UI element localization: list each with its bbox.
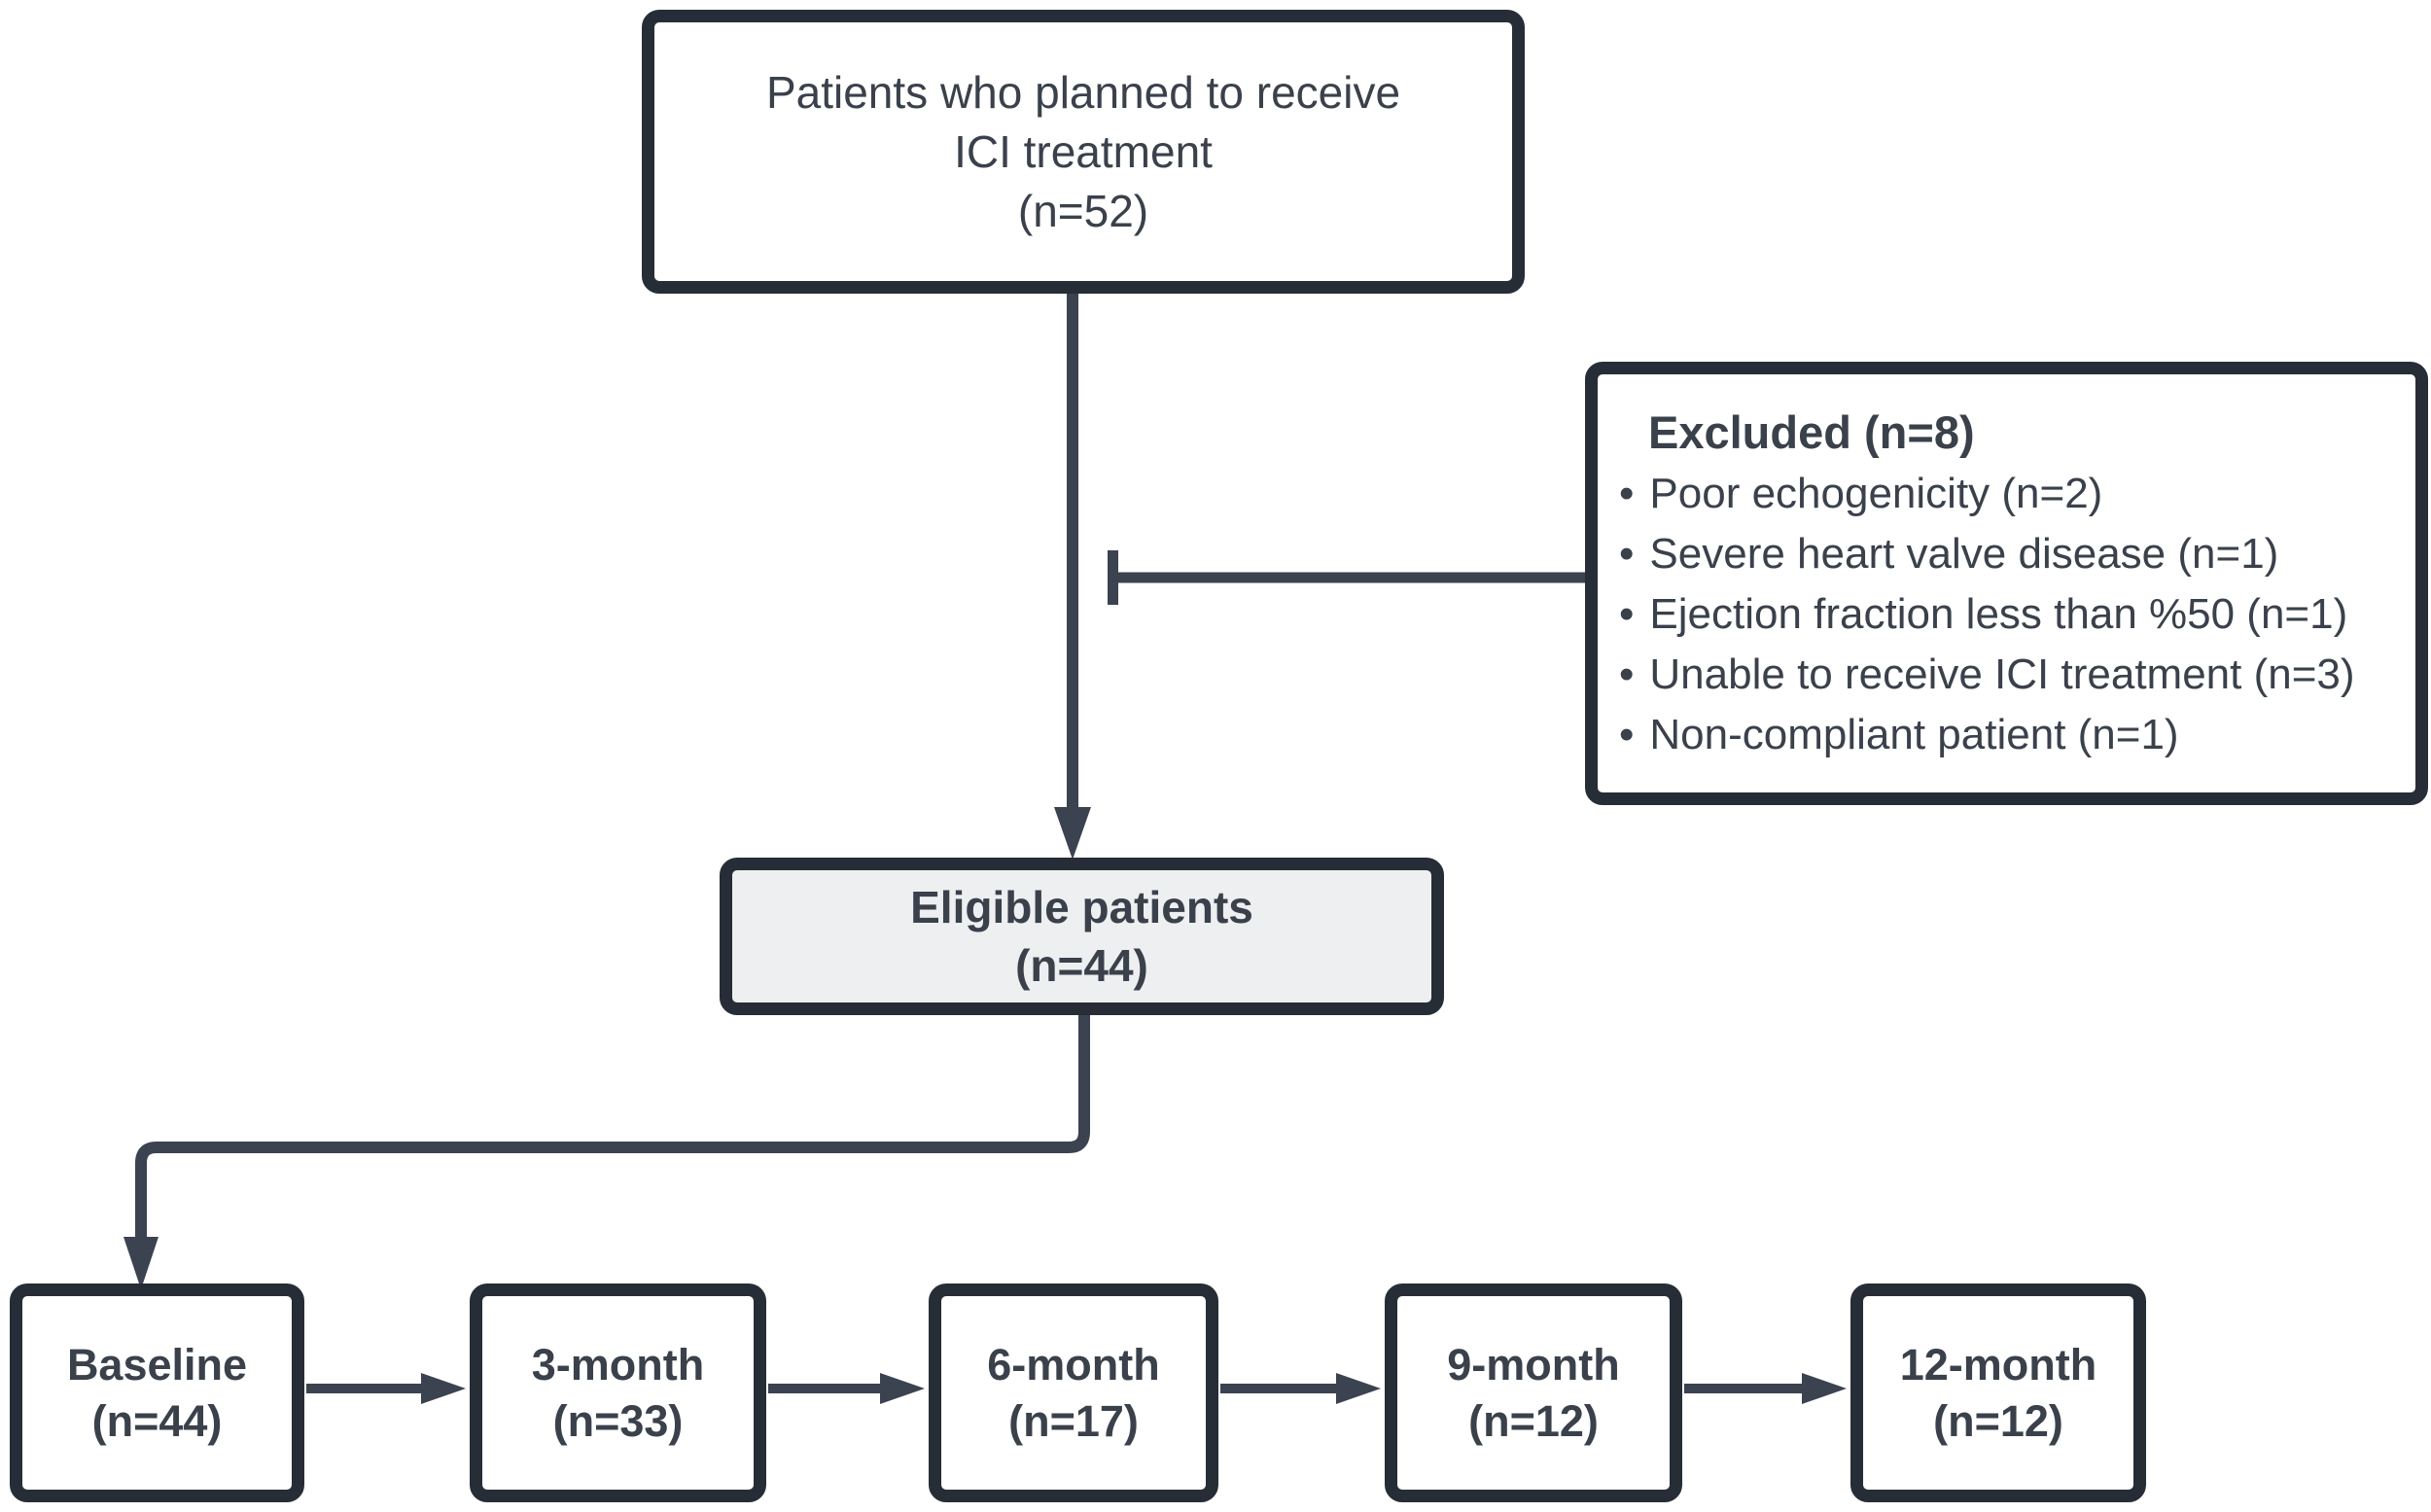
- planned-line3: (n=52): [1017, 185, 1149, 236]
- node-eligible-patients: Eligible patients (n=44): [720, 858, 1444, 1015]
- bullet-icon: •: [1619, 530, 1635, 578]
- arrow-9month-to-12month: [1684, 1373, 1847, 1404]
- excluded-item: • Unable to receive ICI treatment (n=3): [1619, 645, 2355, 705]
- arrow-right-icon: [880, 1373, 925, 1404]
- stage-n: (n=44): [91, 1395, 223, 1446]
- excluded-list: • Poor echogenicity (n=2) • Severe heart…: [1619, 464, 2355, 765]
- arrow-right-icon: [1336, 1373, 1381, 1404]
- excluded-item-text: Poor echogenicity (n=2): [1649, 470, 2103, 517]
- bullet-icon: •: [1619, 470, 1635, 517]
- arrow-right-icon: [1802, 1373, 1847, 1404]
- planned-line2: ICI treatment: [954, 125, 1213, 177]
- stage-label: Baseline: [66, 1339, 248, 1389]
- stage-n: (n=12): [1468, 1395, 1599, 1446]
- node-planned-patients: Patients who planned to receive ICI trea…: [642, 10, 1525, 294]
- connector-eligible-to-baseline: [123, 1015, 1090, 1289]
- stage-label: 12-month: [1899, 1339, 2097, 1389]
- stage-label: 9-month: [1447, 1339, 1620, 1389]
- excluded-item-text: Non-compliant patient (n=1): [1649, 711, 2179, 758]
- connector-planned-to-eligible: [1054, 288, 1091, 860]
- arrow-6month-to-9month: [1220, 1373, 1381, 1404]
- node-6-month: 6-month (n=17): [929, 1283, 1218, 1502]
- eligible-line1: Eligible patients: [910, 882, 1253, 932]
- stage-n: (n=12): [1933, 1395, 2063, 1446]
- planned-line1: Patients who planned to receive: [765, 66, 1401, 118]
- node-9-month: 9-month (n=12): [1385, 1283, 1682, 1502]
- stage-n: (n=17): [1008, 1395, 1139, 1446]
- excluded-item: • Ejection fraction less than %50 (n=1): [1619, 584, 2355, 645]
- excluded-item: • Severe heart valve disease (n=1): [1619, 524, 2355, 584]
- node-baseline: Baseline (n=44): [10, 1283, 304, 1502]
- excluded-item: • Non-compliant patient (n=1): [1619, 705, 2355, 765]
- excluded-item-text: Ejection fraction less than %50 (n=1): [1649, 590, 2348, 638]
- arrow-down-icon: [123, 1237, 159, 1289]
- arrow-3month-to-6month: [768, 1373, 925, 1404]
- bullet-icon: •: [1619, 651, 1635, 698]
- excluded-item-text: Severe heart valve disease (n=1): [1649, 530, 2279, 578]
- bullet-icon: •: [1619, 590, 1635, 638]
- excluded-item-text: Unable to receive ICI treatment (n=3): [1649, 651, 2355, 698]
- node-3-month: 3-month (n=33): [470, 1283, 766, 1502]
- arrow-right-icon: [421, 1373, 466, 1404]
- excluded-title: Excluded (n=8): [1648, 406, 1975, 458]
- stage-label: 6-month: [987, 1339, 1160, 1389]
- node-12-month: 12-month (n=12): [1850, 1283, 2146, 1502]
- node-excluded: Excluded (n=8) • Poor echogenicity (n=2)…: [1585, 362, 2428, 805]
- t-bar-terminator: [1108, 550, 1118, 605]
- bullet-icon: •: [1619, 711, 1635, 758]
- arrow-down-icon: [1054, 807, 1091, 860]
- connector-to-excluded: [1108, 550, 1589, 605]
- excluded-item: • Poor echogenicity (n=2): [1619, 464, 2355, 524]
- stage-label: 3-month: [531, 1339, 705, 1389]
- eligible-line2: (n=44): [1015, 940, 1148, 991]
- stage-n: (n=33): [552, 1395, 684, 1446]
- arrow-baseline-to-3month: [306, 1373, 466, 1404]
